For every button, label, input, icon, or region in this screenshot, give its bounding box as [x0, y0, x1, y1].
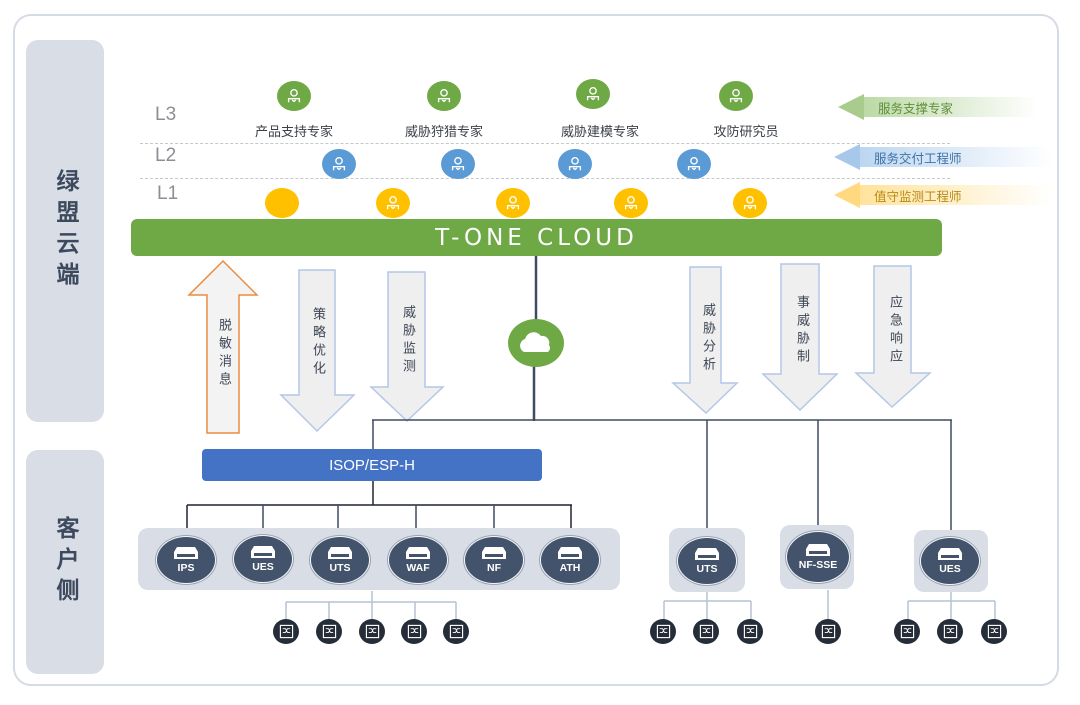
customer-side-panel: 客户侧 — [26, 450, 104, 674]
l1-engineer-avatar-icon — [376, 188, 410, 218]
appliance-icon — [482, 547, 506, 559]
cloud-side-label: 绿盟云端 — [52, 169, 78, 293]
l1-engineer-avatar-icon — [265, 188, 299, 218]
device-label: UTS — [329, 562, 351, 574]
isop-label: ISOP/ESP-H — [329, 456, 415, 474]
switch-icon — [693, 619, 719, 644]
device-node: UTS — [310, 536, 370, 584]
role-label: 威胁狩猎专家 — [404, 125, 483, 140]
device-group-tray — [138, 528, 620, 590]
device-node: IPS — [156, 536, 216, 584]
arrow-label-emergency-response: 应急响应 — [887, 295, 902, 367]
arrow-label-threat-monitoring: 威胁监测 — [400, 305, 415, 377]
device-label: ATH — [559, 562, 581, 574]
device-label: UES — [939, 563, 961, 575]
arrow-label-policy-optimization: 策略优化 — [310, 307, 325, 379]
left-arrow-icon — [834, 144, 860, 170]
l2-engineer-avatar-icon — [441, 149, 475, 179]
level-l3-label: L3 — [155, 104, 177, 125]
appliance-icon — [558, 547, 582, 559]
device-label: IPS — [177, 562, 195, 574]
l3-expert-avatar-icon — [427, 81, 461, 111]
arrow-label-incident-control: 事威胁制 — [794, 295, 809, 367]
device-node: ATH — [540, 536, 600, 584]
switch-icon — [359, 619, 385, 644]
l2-engineer-avatar-icon — [322, 149, 356, 179]
l2-engineer-avatar-icon — [558, 149, 592, 179]
device-node: UTS — [677, 537, 737, 585]
band-label: 服务交付工程师 — [860, 147, 1052, 167]
switch-icon — [650, 619, 676, 644]
switch-icon — [894, 619, 920, 644]
device-node: WAF — [388, 536, 448, 584]
role-label: 攻防研究员 — [713, 125, 779, 140]
level-l1-label: L1 — [157, 183, 179, 204]
band-service-support-experts: 服务支撑专家 — [838, 94, 1038, 120]
cloud-bar-label: T-ONE CLOUD — [435, 224, 638, 251]
left-arrow-icon — [838, 94, 864, 120]
device-label: NF — [487, 562, 501, 574]
appliance-icon — [251, 546, 275, 558]
device-label: WAF — [406, 562, 430, 574]
level-l2-label: L2 — [155, 145, 177, 166]
device-label: UES — [252, 561, 274, 573]
isop-esp-h-platform: ISOP/ESP-H — [202, 449, 542, 481]
appliance-icon — [406, 547, 430, 559]
device-node: UES — [920, 537, 980, 585]
role-label: 威胁建模专家 — [560, 125, 639, 140]
band-service-delivery-engineers: 服务交付工程师 — [834, 144, 1052, 170]
switch-icon — [937, 619, 963, 644]
band-label: 服务支撑专家 — [864, 97, 1038, 117]
band-label: 值守监测工程师 — [860, 185, 1052, 205]
switch-icon — [401, 619, 427, 644]
t-one-cloud-bar: T-ONE CLOUD — [131, 219, 942, 256]
switch-icon — [815, 619, 841, 644]
level-divider — [140, 143, 950, 144]
switch-icon — [273, 619, 299, 644]
device-label: NF-SSE — [798, 559, 838, 571]
appliance-icon — [328, 547, 352, 559]
level-divider — [140, 178, 950, 179]
l3-expert-avatar-icon — [576, 79, 610, 109]
switch-icon — [316, 619, 342, 644]
cloud-side-panel: 绿盟云端 — [26, 40, 104, 422]
device-node: NF — [464, 536, 524, 584]
l1-engineer-avatar-icon — [733, 188, 767, 218]
customer-side-label: 客户侧 — [52, 515, 78, 609]
role-label: 产品支持专家 — [254, 125, 333, 140]
appliance-icon — [938, 548, 962, 560]
arrow-label-desensitized: 脱敏消息 — [216, 318, 231, 390]
device-node: NF-SSE — [786, 531, 850, 583]
l1-engineer-avatar-icon — [614, 188, 648, 218]
band-monitoring-engineers: 值守监测工程师 — [834, 182, 1052, 208]
device-node: UES — [233, 535, 293, 583]
switch-icon — [737, 619, 763, 644]
l3-expert-avatar-icon — [277, 81, 311, 111]
l2-engineer-avatar-icon — [677, 149, 711, 179]
device-label: UTS — [696, 563, 718, 575]
appliance-icon — [806, 544, 830, 556]
appliance-icon — [174, 547, 198, 559]
l1-engineer-avatar-icon — [496, 188, 530, 218]
arrow-label-threat-analysis: 威胁分析 — [700, 303, 715, 375]
switch-icon — [981, 619, 1007, 644]
appliance-icon — [695, 548, 719, 560]
left-arrow-icon — [834, 182, 860, 208]
l3-expert-avatar-icon — [719, 81, 753, 111]
switch-icon — [443, 619, 469, 644]
